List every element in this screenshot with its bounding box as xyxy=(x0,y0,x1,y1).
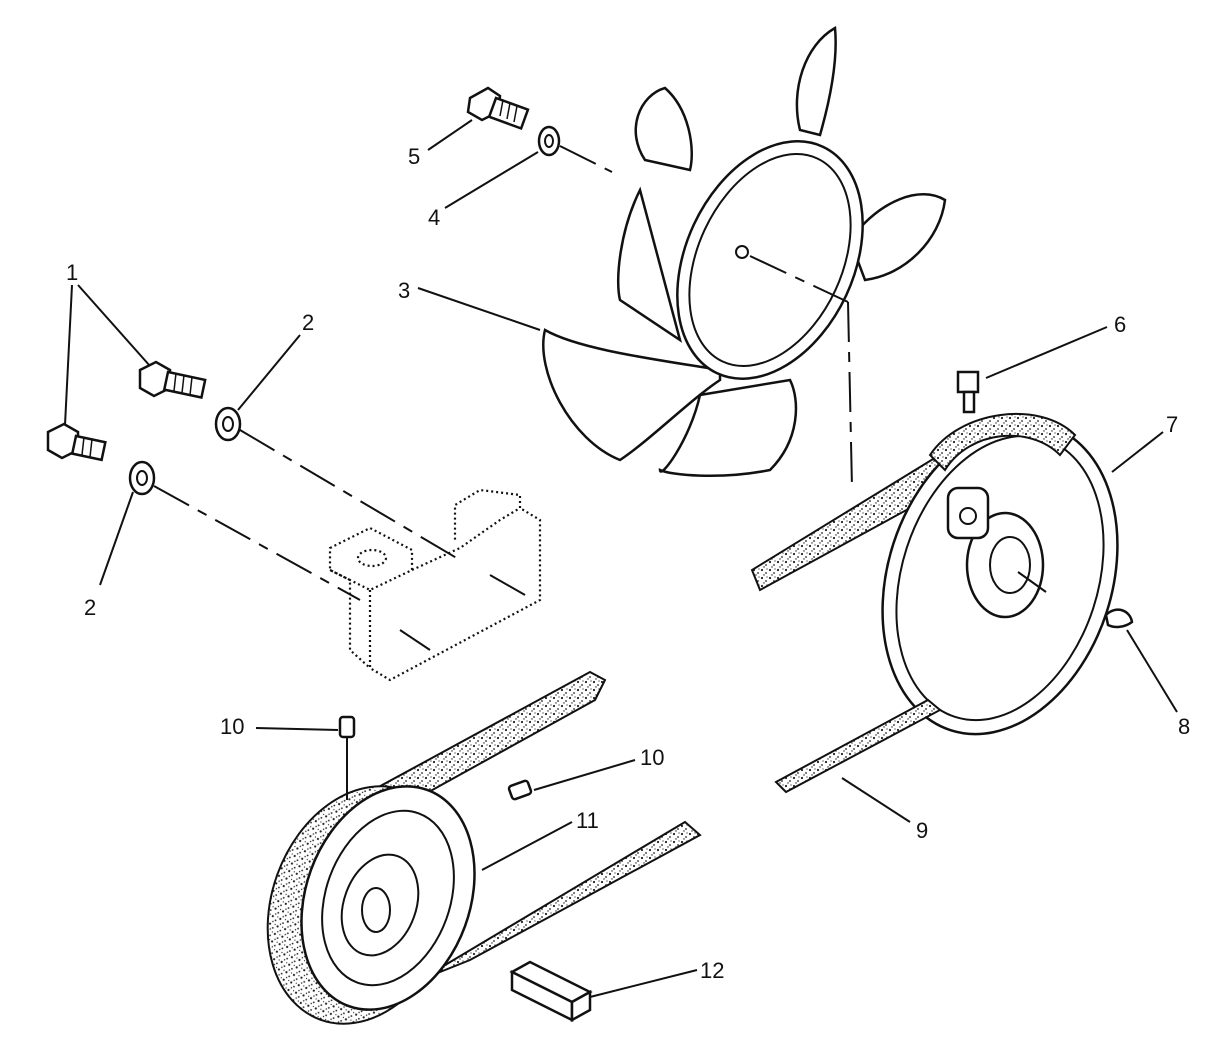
fan-bolt xyxy=(466,86,530,131)
bracket-washer-lower xyxy=(128,460,156,496)
mounting-bracket-dotted xyxy=(328,488,542,682)
setscrew-part-10-upper xyxy=(338,715,356,800)
fan-washer xyxy=(537,125,561,157)
leader-lines xyxy=(64,119,1178,998)
callout-2-upper: 2 xyxy=(302,310,314,335)
fan-blade-assembly xyxy=(542,25,947,477)
driven-pulley xyxy=(750,301,1119,794)
callout-1: 1 xyxy=(66,260,78,285)
bracket-bolt-lower xyxy=(46,422,107,462)
callout-4: 4 xyxy=(428,205,440,230)
callout-10-upper: 10 xyxy=(220,714,244,739)
bracket-bolt-upper xyxy=(138,360,207,399)
callout-7: 7 xyxy=(1166,412,1178,437)
callout-5: 5 xyxy=(408,144,420,169)
callout-9: 9 xyxy=(916,818,928,843)
bracket-washer-upper xyxy=(214,406,242,442)
callout-12: 12 xyxy=(700,958,724,983)
callout-10-lower: 10 xyxy=(640,745,664,770)
drive-pulley xyxy=(266,670,702,1025)
setscrew-part-6 xyxy=(956,370,980,414)
setscrew-part-10-lower xyxy=(507,779,533,801)
callout-3: 3 xyxy=(398,278,410,303)
callout-8: 8 xyxy=(1178,714,1190,739)
callout-6: 6 xyxy=(1114,312,1126,337)
key-part-8 xyxy=(1104,608,1134,629)
callout-11: 11 xyxy=(576,808,599,833)
key-part-12 xyxy=(509,960,593,1023)
callout-2-lower: 2 xyxy=(84,595,96,620)
